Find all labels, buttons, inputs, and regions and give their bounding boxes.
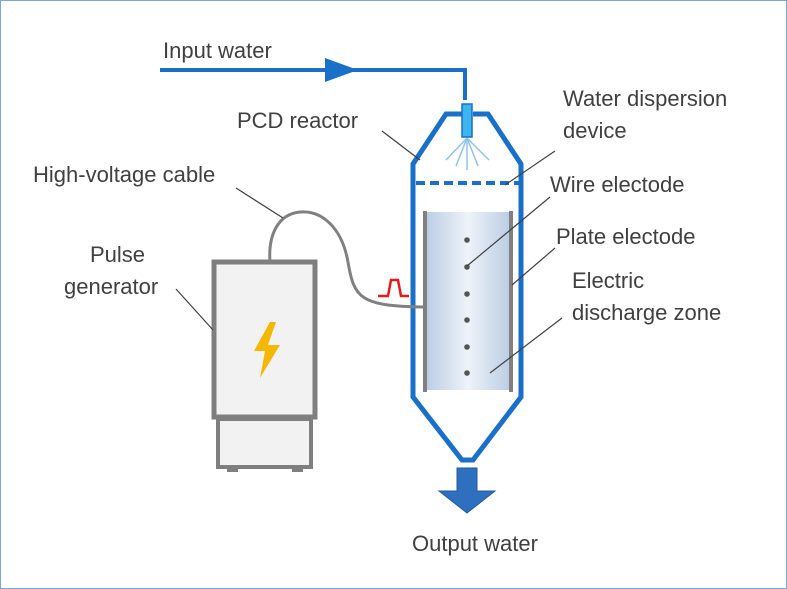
plate-electrode-right bbox=[509, 211, 513, 392]
discharge-zone-label-line2: discharge zone bbox=[572, 300, 721, 325]
leader-lines bbox=[175, 130, 563, 374]
water-spray-lines bbox=[445, 137, 490, 170]
water-nozzle bbox=[461, 103, 473, 138]
discharge-zone-label-line1: Electric bbox=[572, 268, 644, 293]
water-dispersion-label-line1: Water dispersion bbox=[563, 86, 727, 111]
plate-electrode-label: Plate electode bbox=[556, 224, 695, 249]
high-voltage-cable bbox=[268, 210, 424, 309]
input-water-pipe bbox=[160, 68, 467, 100]
square-pulse-icon bbox=[378, 278, 409, 298]
output-water-label: Output water bbox=[412, 531, 538, 556]
generator-foot-left bbox=[227, 466, 238, 472]
input-flow-arrow-icon bbox=[325, 58, 358, 82]
high-voltage-cable-label: High-voltage cable bbox=[33, 162, 215, 187]
input-water-label: Input water bbox=[163, 38, 272, 63]
output-arrow-icon bbox=[437, 467, 497, 514]
plate-electrode-left bbox=[423, 211, 427, 392]
wire-electrode-label: Wire electode bbox=[550, 172, 685, 197]
pulse-generator-base bbox=[216, 417, 313, 469]
water-dispersion-label-line2: device bbox=[563, 118, 627, 143]
wire-electrode bbox=[464, 237, 470, 376]
pulse-generator-label-line1: Pulse bbox=[90, 242, 145, 267]
generator-foot-right bbox=[292, 466, 303, 472]
pulse-generator-label-line2: generator bbox=[64, 274, 158, 299]
lightning-bolt-icon bbox=[254, 322, 280, 378]
pcd-reactor-label: PCD reactor bbox=[237, 108, 358, 133]
pcd-reactor-vessel bbox=[410, 111, 524, 463]
